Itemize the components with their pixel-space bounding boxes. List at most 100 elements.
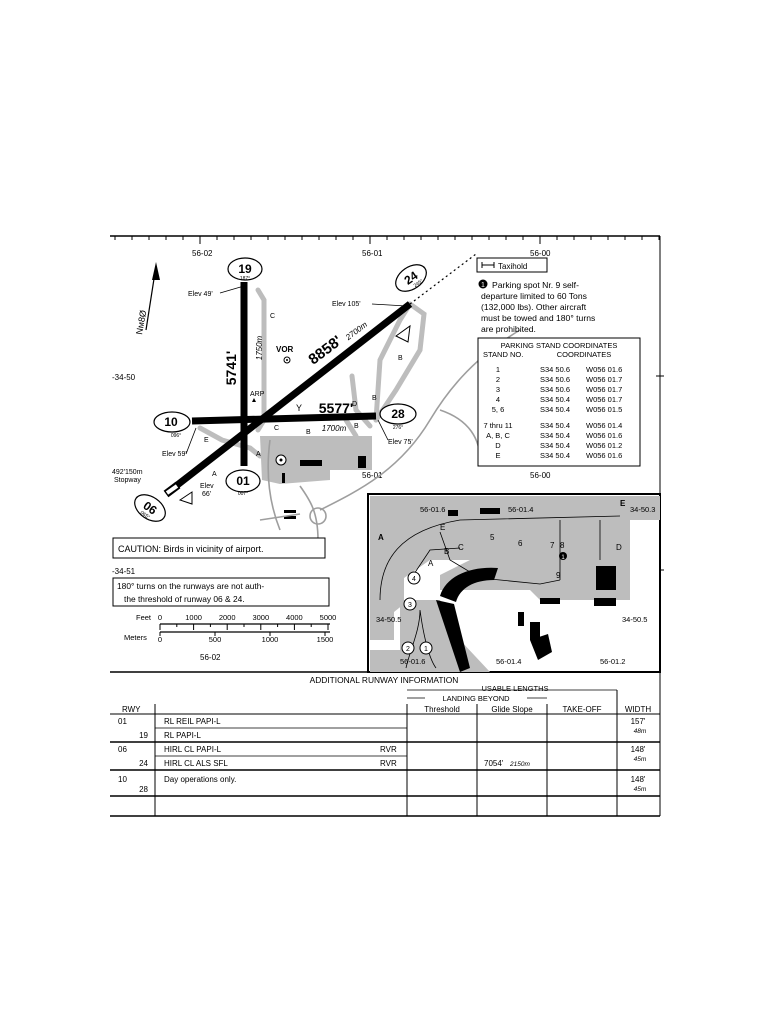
scale-meters-tick: 1500: [317, 635, 334, 644]
parking-lon: W056 01.6: [586, 451, 622, 460]
inset-letter: A: [428, 559, 434, 568]
buildings: [282, 456, 366, 519]
lat-label: -34-51: [112, 567, 136, 576]
runway-width: 148': [631, 775, 646, 784]
north-arrow-icon: [145, 262, 160, 331]
runway-length-19-01: 5741': [223, 351, 239, 385]
runway-length-19-01-m: 1750m: [255, 335, 264, 360]
parking-table-frame: [477, 337, 641, 467]
parking-note: Parking spot Nr. 9 self-departure limite…: [481, 280, 595, 334]
takeoff-header: TAKE-OFF: [563, 705, 602, 714]
runway-id: 06: [118, 745, 127, 754]
runway-heading: 276°: [393, 425, 403, 431]
inset-coord-label: 56-01.4: [496, 657, 521, 666]
beacon-icon: Y: [296, 403, 302, 413]
lat-label: -34-50: [112, 373, 136, 382]
inset-letter: 5: [490, 533, 495, 542]
parking-spot-icon: [559, 552, 567, 560]
lon-label: 56-02: [192, 249, 213, 258]
runway-01-label: 01 007°: [225, 469, 261, 497]
note-bullet-number: 1: [481, 282, 485, 289]
leader-line: [377, 419, 389, 441]
runway-id: 24: [139, 759, 148, 768]
parking-lat: S34 50.4: [540, 451, 570, 460]
runway-id: 10: [118, 775, 127, 784]
inset-letter: 8: [560, 541, 565, 550]
elevation-label: Elev 59': [162, 451, 187, 458]
parking-lon: W056 01.7: [586, 385, 622, 394]
inset-coord-label: 34-50.3: [630, 505, 655, 514]
turns-note-box: [112, 577, 330, 607]
runway-number: 19: [238, 262, 252, 276]
stand-number: 3: [408, 602, 412, 609]
parking-note-line: (132,000 lbs). Other aircraft: [481, 302, 587, 312]
parking-table-col2: COORDINATES: [557, 350, 611, 359]
runway-rvr: RVR: [380, 759, 397, 768]
parking-note-line: are prohibited.: [481, 324, 536, 334]
runway-lighting: HIRL CL PAPI-L: [164, 745, 222, 754]
top-ticks: [114, 236, 660, 240]
runway-number: 01: [236, 474, 250, 488]
parking-stand: A, B, C: [486, 431, 510, 440]
runway-24-label: 24 245°: [395, 264, 427, 292]
parking-note-line: departure limited to 60 Tons: [481, 291, 587, 301]
taxiway-letter: A: [256, 451, 261, 458]
parking-stand: E: [495, 451, 500, 460]
parking-lat: S34 50.4: [540, 405, 570, 414]
elevation-label: Elev 105': [332, 301, 361, 308]
scale-feet-tick: 2000: [219, 613, 236, 622]
parking-lon: W056 01.4: [586, 421, 622, 430]
usable-lengths-label: USABLE LENGTHS: [481, 684, 548, 693]
runway-length-10-28-m: 1700m: [322, 424, 347, 433]
inset-letter: E: [620, 499, 626, 508]
turns-note-line: 180° turns on the runways are not auth-: [117, 581, 264, 591]
inset-stands: 4 3 2 1: [401, 571, 433, 655]
taxiway-letter: B: [354, 423, 359, 430]
taxihold-label: Taxihold: [498, 262, 527, 271]
scale-feet-tick: 0: [158, 613, 162, 622]
svg-text:1750m: 1750m: [255, 335, 264, 360]
stopway-line: Stopway: [114, 477, 141, 484]
caution-text: CAUTION: Birds in vicinity of airport.: [118, 544, 264, 554]
triangle-icon: [178, 491, 193, 505]
runway-length-10-28: 5577': [319, 400, 353, 416]
svg-text:5741': 5741': [223, 351, 239, 385]
lon-label: 56-01: [362, 471, 383, 480]
parking-lat: S34 50.4: [540, 441, 570, 450]
vor-label: VOR: [276, 345, 294, 354]
scale-meters-tick: 0: [158, 635, 162, 644]
parking-lon: W056 01.6: [586, 365, 622, 374]
inset-letter: 9: [556, 571, 561, 580]
parking-lat: S34 50.6: [540, 365, 570, 374]
taxihold-icon: [481, 262, 495, 268]
parking-lon: W056 01.2: [586, 441, 622, 450]
runway-lighting: Day operations only.: [164, 775, 236, 784]
scale-meters-tick: 1000: [262, 635, 279, 644]
taxiway-letter: C: [274, 425, 279, 432]
runway-id: 28: [139, 785, 148, 794]
parking-lon: W056 01.6: [586, 431, 622, 440]
note-bullet-icon: [478, 279, 488, 289]
runway-id: 19: [139, 731, 148, 740]
arp-label: ARP: [250, 391, 265, 398]
runway-10-28: [191, 412, 377, 425]
runways: [173, 282, 413, 489]
approach-line: [409, 253, 477, 305]
glide-slope-header: Glide Slope: [491, 705, 533, 714]
parking-stand: D: [495, 441, 501, 450]
inset-coord-label: 56-01.6: [420, 505, 445, 514]
runway-10-label: 10 096°: [153, 411, 191, 439]
lon-label: 56-01: [362, 249, 383, 258]
runway-06-24: [173, 301, 413, 489]
stand-number: 1: [424, 646, 428, 653]
runway-heading: 065°: [139, 510, 151, 521]
parking-lat: S34 50.6: [540, 375, 570, 384]
caution-box: [112, 537, 326, 559]
parking-table-col1: STAND NO.: [483, 350, 523, 359]
runway-lighting: RL REIL PAPI-L: [164, 717, 221, 726]
taxiway-letter: E: [204, 437, 209, 444]
